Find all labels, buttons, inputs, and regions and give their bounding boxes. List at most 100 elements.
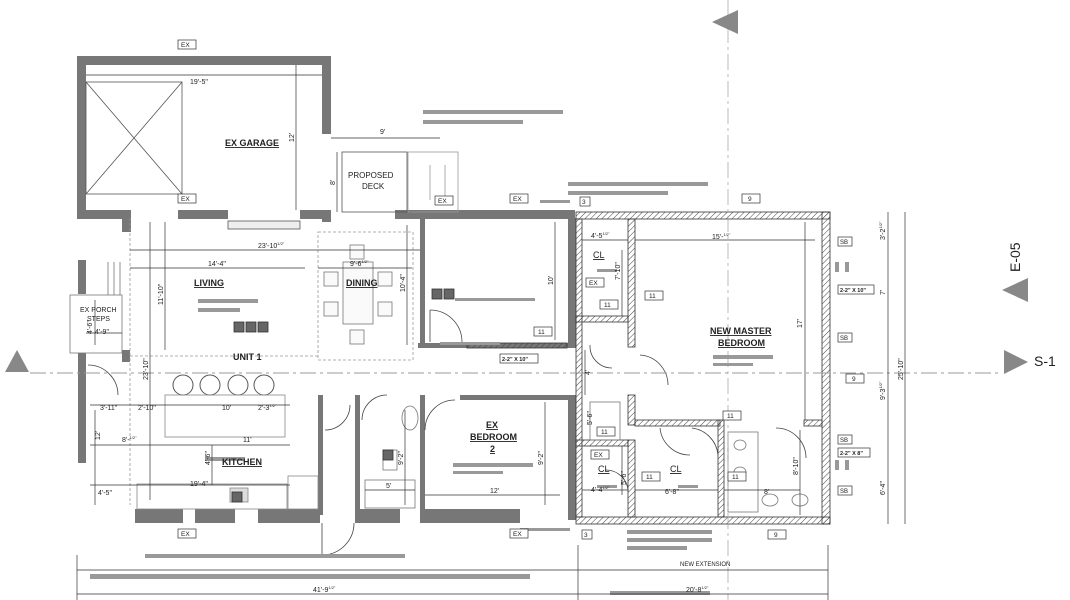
key-boxes xyxy=(231,288,455,503)
room-label-porch-1: EX PORCH xyxy=(80,307,117,314)
section-label-s1: S-1 xyxy=(1034,353,1056,369)
tag-ex-2: EX xyxy=(181,196,190,203)
dim-overall-width: 41'-91/2" xyxy=(313,585,336,594)
tag-3-top: 3 xyxy=(582,199,586,206)
dim-porch-depth: 4'-6" xyxy=(87,320,94,334)
tag-11-d: 11 xyxy=(727,413,734,420)
dim-extension-width: 20'-81/2" xyxy=(686,585,709,594)
tag-3-bottom: 3 xyxy=(584,532,588,539)
room-label-garage: EX GARAGE xyxy=(225,138,279,148)
room-label-dining: DINING xyxy=(346,278,378,288)
dim-bath3-width: 8' xyxy=(764,489,769,496)
extension-label: NEW EXTENSION xyxy=(680,562,730,568)
dim-right-a: 3'-21/2" xyxy=(878,221,887,240)
dim-right-c: 9'-31/2" xyxy=(878,381,887,400)
dim-garage-depth: 12' xyxy=(289,133,296,142)
tag-header-b: 2-2" X 8" xyxy=(840,451,863,457)
elevation-label-e05: E-05 xyxy=(1007,242,1023,272)
room-label-living: LIVING xyxy=(194,278,224,288)
tag-ex-4: EX xyxy=(513,196,522,203)
tag-11-c: 11 xyxy=(538,329,545,336)
dim-kitchen-i: 19'-4" xyxy=(190,481,208,488)
dining-table xyxy=(323,244,393,345)
dim-kitchen-h: 4'-6" xyxy=(205,451,212,465)
dim-kitchen-e: 8'-1/2" xyxy=(122,435,137,444)
room-label-master-1: NEW MASTER xyxy=(710,326,772,336)
room-label-master-2: BEDROOM xyxy=(718,338,765,348)
tag-11-g: 11 xyxy=(732,474,739,481)
dim-dining-depth: 10'-4" xyxy=(400,274,407,292)
room-label-bedroom2-1: EX xyxy=(486,420,498,430)
dim-bed1-depth: 10' xyxy=(548,276,555,285)
dim-kitchen-c: 10' xyxy=(222,405,231,412)
dim-living-width: 14'-4" xyxy=(208,261,226,268)
dim-kitchen-f: 11' xyxy=(243,437,252,444)
tag-sb-3: SB xyxy=(840,438,848,444)
dim-right-total: 25'-10" xyxy=(898,358,905,380)
tag-ex-5: EX xyxy=(589,280,598,287)
dim-kitchen-j: 4'-5" xyxy=(98,490,112,497)
unit-label: UNIT 1 xyxy=(233,352,262,362)
tag-sb-1: SB xyxy=(840,240,848,246)
closet-label-2: CL xyxy=(598,464,610,474)
ex-tags xyxy=(177,39,610,539)
room-label-bedroom2-3: 2 xyxy=(490,444,495,454)
dim-deck-width: 9' xyxy=(380,129,385,136)
dim-living-overall: 23'-101/2" xyxy=(258,241,285,250)
new-walls xyxy=(466,211,831,525)
dim-kitchen-b: 2'-10" xyxy=(138,405,156,412)
dim-right-b: 7' xyxy=(880,290,887,295)
tag-9-top: 9 xyxy=(748,196,752,203)
section-markers xyxy=(5,10,1028,374)
dim-master-width: 15'-1/2" xyxy=(712,232,731,241)
doors xyxy=(87,309,807,556)
tag-11-b: 11 xyxy=(604,302,611,309)
dim-bed2-width: 12' xyxy=(490,488,499,495)
sb-tags xyxy=(499,236,875,496)
tag-9-right: 9 xyxy=(852,376,856,383)
kitchen-island xyxy=(136,394,319,510)
bar-stools xyxy=(172,374,275,396)
porch-steps xyxy=(69,262,123,354)
dim-closet3-width: 6'-8" xyxy=(665,489,679,496)
dim-kitchen-g: 12' xyxy=(95,431,102,440)
dim-master-depth: 17' xyxy=(797,319,804,328)
tag-11-a: 11 xyxy=(649,293,656,300)
room-label-bedroom2-2: BEDROOM xyxy=(470,432,517,442)
dim-living-depth: 11'-10" xyxy=(158,283,165,305)
room-label-porch-2: STEPS xyxy=(87,316,110,323)
dimension-lines xyxy=(76,65,906,600)
dim-porch-width: 4'-9" xyxy=(95,329,109,336)
dim-kitchen-a: 3'-11" xyxy=(100,405,118,412)
tag-sb-2: SB xyxy=(840,336,848,342)
garage-parking-area xyxy=(85,81,301,230)
dim-bath2-depth: 5'-6" xyxy=(587,411,594,425)
dim-bath-width: 5' xyxy=(386,483,391,490)
tag-ex-6: EX xyxy=(594,452,603,459)
dim-closet1-width: 4'-51/2" xyxy=(591,231,610,240)
annotation-notes xyxy=(90,110,849,595)
closet-label-1: CL xyxy=(593,250,605,260)
tag-ex-3: EX xyxy=(438,198,447,205)
proposed-deck xyxy=(341,151,459,213)
dining-area xyxy=(129,218,414,505)
dim-bed2-depth: 9'-2" xyxy=(538,451,545,465)
dim-closet1-depth: 7'-10" xyxy=(615,262,622,280)
tag-header-a-center: 2-2" X 10" xyxy=(502,357,528,363)
tag-header-a-right: 2-2" X 10" xyxy=(840,288,866,294)
tag-9-bottom: 9 xyxy=(774,532,778,539)
tag-sb-4: SB xyxy=(840,489,848,495)
dim-deck-depth: 8' xyxy=(330,180,337,185)
dim-dining-width: 9'-61/2" xyxy=(350,259,369,268)
room-label-deck-2: DECK xyxy=(362,182,385,191)
dim-overall-depth: 23'-10" xyxy=(143,358,150,380)
dim-closet2-depth: 5'-6" xyxy=(621,471,628,485)
dim-closet2-width: 4'-41/2" xyxy=(591,485,610,494)
walls xyxy=(77,56,576,523)
dim-garage-width: 19'-5" xyxy=(190,79,208,86)
tag-11-e: 11 xyxy=(601,429,608,436)
dim-bath3-depth: 8'-10" xyxy=(793,457,800,475)
dim-kitchen-d: 2'-31/2" xyxy=(258,403,277,412)
tag-11-f: 11 xyxy=(646,474,653,481)
